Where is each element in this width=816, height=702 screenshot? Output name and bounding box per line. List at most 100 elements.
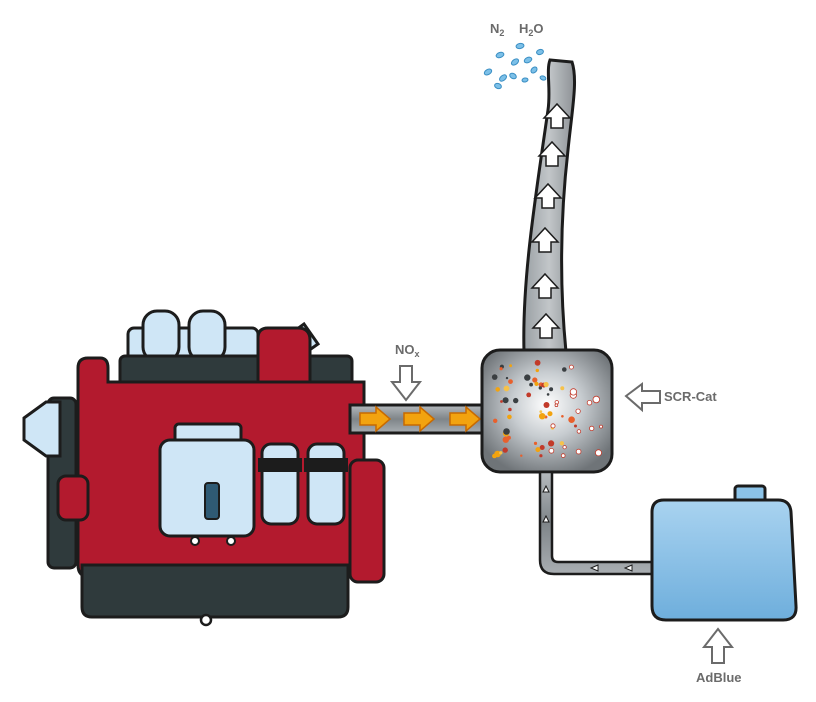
catalyst-particle xyxy=(520,454,523,457)
front-pulley xyxy=(22,396,90,570)
diesel-engine xyxy=(22,309,386,627)
scr-cat-label: SCR-Cat xyxy=(664,389,717,404)
catalyst-particle xyxy=(561,415,564,418)
catalyst-particle xyxy=(500,400,503,403)
h2o-label: H2O xyxy=(519,21,544,38)
catalyst-particle xyxy=(539,445,545,450)
catalyst-particle xyxy=(513,397,519,404)
water-droplet-icon xyxy=(509,72,517,80)
catalyst-particle xyxy=(576,429,582,434)
catalyst-particle xyxy=(554,403,559,408)
arrow-left-filled-icon xyxy=(589,564,599,572)
water-droplets xyxy=(483,42,547,90)
arrow-up-filled-icon xyxy=(531,312,561,339)
catalyst-particle xyxy=(548,440,555,447)
arrow-down-outline-icon xyxy=(389,365,423,402)
water-droplet-icon xyxy=(521,77,529,83)
adblue-label: AdBlue xyxy=(696,670,742,685)
adblue-dosing-line xyxy=(538,470,654,576)
nox-label-group: NOx xyxy=(389,342,423,402)
catalyst-particle xyxy=(548,447,555,454)
exhaust-pipe xyxy=(348,403,492,435)
oil-filter-right xyxy=(304,442,348,526)
catalyst-particle xyxy=(589,425,595,431)
catalyst-particle xyxy=(547,411,553,417)
catalyst-particle xyxy=(499,451,503,455)
catalyst-particle xyxy=(508,407,512,412)
arrow-up-filled-icon xyxy=(537,140,567,167)
catalyst-particle xyxy=(505,376,509,380)
water-droplet-icon xyxy=(530,66,538,74)
arrow-up-filled-icon xyxy=(533,182,563,209)
water-droplet-icon xyxy=(515,42,525,50)
engine-side-cover xyxy=(348,458,386,584)
scr-cat-label-group: SCR-Cat xyxy=(624,382,717,413)
catalyst-particle xyxy=(533,441,538,445)
adblue-tank xyxy=(650,484,798,622)
catalyst-particle xyxy=(595,449,603,457)
arrow-up-filled-icon xyxy=(542,514,550,523)
catalyst-particle xyxy=(502,436,509,443)
catalyst-particle xyxy=(568,416,575,424)
catalyst-particle xyxy=(543,381,549,388)
catalyst-particle xyxy=(526,392,532,398)
arrow-left-filled-icon xyxy=(623,564,633,572)
catalyst-particle xyxy=(592,395,600,404)
catalyst-particle xyxy=(539,410,543,413)
catalyst-particle xyxy=(550,423,556,429)
flow-arrow-1 xyxy=(359,405,392,433)
water-droplet-icon xyxy=(539,75,547,81)
catalyst-particle xyxy=(539,413,546,420)
catalyst-particle xyxy=(562,445,567,450)
catalyst-particle xyxy=(524,374,531,381)
catalyst-particle xyxy=(493,418,498,423)
catalyst-particle xyxy=(575,448,582,455)
scr-catalyst xyxy=(480,348,614,474)
water-droplet-icon xyxy=(483,68,493,76)
catalyst-particle xyxy=(559,441,565,446)
nox-label: NOx xyxy=(395,342,420,359)
catalyst-particle xyxy=(535,368,539,373)
catalyst-particle xyxy=(535,447,541,453)
catalyst-particle xyxy=(508,379,513,384)
water-droplet-icon xyxy=(536,48,544,56)
catalyst-particle xyxy=(539,454,543,458)
arrow-up-filled-icon xyxy=(530,272,560,299)
oil-pan xyxy=(80,563,350,619)
catalyst-particle xyxy=(534,381,539,386)
flow-arrow-2 xyxy=(403,405,436,433)
catalyst-particle xyxy=(569,388,578,396)
arrow-up-filled-icon xyxy=(542,102,572,129)
catalyst-particle xyxy=(569,364,574,370)
water-droplet-icon xyxy=(510,58,520,66)
catalyst-particle xyxy=(560,386,565,391)
catalyst-particles xyxy=(491,359,603,459)
catalyst-particle xyxy=(529,382,533,387)
catalyst-particle xyxy=(503,428,510,435)
catalyst-particle xyxy=(503,385,510,392)
catalyst-particle xyxy=(538,386,542,390)
catalyst-particle xyxy=(491,374,498,380)
catalyst-particle xyxy=(492,453,497,459)
catalyst-particle xyxy=(574,424,577,428)
catalyst-particle xyxy=(495,387,501,392)
catalyst-particle xyxy=(532,377,538,383)
drain-plug xyxy=(199,613,213,627)
catalyst-particle xyxy=(549,387,554,392)
catalyst-particle xyxy=(509,364,512,368)
water-droplet-icon xyxy=(495,51,505,59)
catalyst-particle xyxy=(586,400,593,406)
oil-filter-left xyxy=(258,442,302,526)
catalyst-particle xyxy=(499,367,503,371)
arrow-up-filled-icon xyxy=(530,226,560,253)
catalyst-particle xyxy=(502,447,508,453)
water-droplet-icon xyxy=(499,74,507,82)
catalyst-particle xyxy=(543,402,550,408)
exhaust-stack xyxy=(522,58,577,354)
stack-flow-arrows xyxy=(530,102,572,339)
catalyst-particle xyxy=(599,424,603,429)
catalyst-particle xyxy=(562,367,567,372)
catalyst-particle xyxy=(560,453,566,458)
